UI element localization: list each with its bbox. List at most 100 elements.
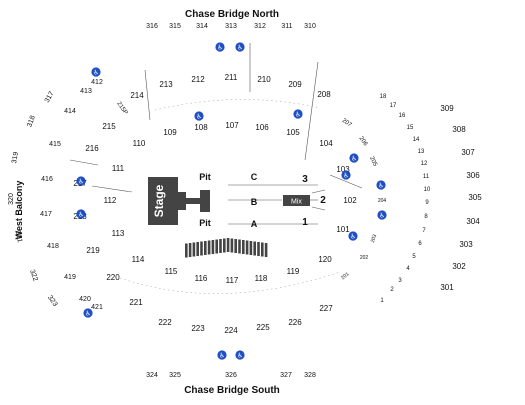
east-section-11[interactable]: 11 xyxy=(423,174,430,180)
section-113[interactable]: 113 xyxy=(112,229,125,238)
east-section-12[interactable]: 12 xyxy=(421,161,428,167)
section-312[interactable]: 312 xyxy=(254,23,266,30)
section-320[interactable]: 320 xyxy=(8,193,15,205)
section-418[interactable]: 418 xyxy=(47,243,59,250)
section-324[interactable]: 324 xyxy=(146,372,158,379)
section-117[interactable]: 117 xyxy=(226,276,239,285)
section-421[interactable]: 421 xyxy=(91,304,103,311)
section-103[interactable]: 103 xyxy=(336,165,350,174)
section-227[interactable]: 227 xyxy=(319,304,333,313)
section-118[interactable]: 118 xyxy=(255,274,268,283)
east-section-16[interactable]: 16 xyxy=(399,113,406,119)
wheelchair-access-icon[interactable] xyxy=(83,308,93,318)
section-420[interactable]: 420 xyxy=(79,296,91,303)
east-section-5[interactable]: 5 xyxy=(412,254,416,260)
section-416[interactable]: 416 xyxy=(41,176,53,183)
section-226[interactable]: 226 xyxy=(288,318,302,327)
section-216[interactable]: 216 xyxy=(85,144,99,153)
wheelchair-access-icon[interactable] xyxy=(293,109,303,119)
east-section-7[interactable]: 7 xyxy=(422,228,426,234)
section-311[interactable]: 311 xyxy=(281,23,292,30)
section-309[interactable]: 309 xyxy=(440,104,454,113)
section-105[interactable]: 105 xyxy=(286,128,300,137)
wheelchair-access-icon[interactable] xyxy=(76,176,86,186)
section-215[interactable]: 215 xyxy=(102,122,116,131)
section-102[interactable]: 102 xyxy=(343,196,357,205)
section-414[interactable]: 414 xyxy=(64,108,76,115)
section-114[interactable]: 114 xyxy=(132,255,145,264)
section-119[interactable]: 119 xyxy=(287,267,300,276)
floor-row-b[interactable]: B xyxy=(251,197,258,207)
wheelchair-access-icon[interactable] xyxy=(194,111,204,121)
section-322[interactable]: 322 xyxy=(28,269,39,282)
section-319[interactable]: 319 xyxy=(11,151,20,164)
section-318[interactable]: 318 xyxy=(26,115,37,128)
section-316[interactable]: 316 xyxy=(146,23,158,30)
east-section-13[interactable]: 13 xyxy=(418,149,425,155)
wheelchair-access-icon[interactable] xyxy=(377,210,387,220)
section-222[interactable]: 222 xyxy=(158,318,172,327)
east-section-17[interactable]: 17 xyxy=(390,103,397,109)
section-201[interactable]: 201 xyxy=(340,271,350,281)
east-section-1[interactable]: 1 xyxy=(380,298,384,304)
section-314[interactable]: 314 xyxy=(196,23,208,30)
wheelchair-access-icon[interactable] xyxy=(235,350,245,360)
section-204[interactable]: 204 xyxy=(378,198,387,204)
section-412[interactable]: 412 xyxy=(91,79,103,86)
wheelchair-access-icon[interactable] xyxy=(376,180,386,190)
section-214[interactable]: 214 xyxy=(130,91,144,100)
section-206[interactable]: 206 xyxy=(357,136,368,148)
east-section-15[interactable]: 15 xyxy=(407,125,414,131)
section-104[interactable]: 104 xyxy=(319,139,333,148)
section-219[interactable]: 219 xyxy=(86,246,100,255)
section-325[interactable]: 325 xyxy=(169,372,181,379)
section-106[interactable]: 106 xyxy=(255,123,269,132)
section-304[interactable]: 304 xyxy=(466,217,480,226)
section-326[interactable]: 326 xyxy=(225,372,237,379)
section-306[interactable]: 306 xyxy=(466,171,480,180)
section-301[interactable]: 301 xyxy=(440,283,454,292)
wheelchair-access-icon[interactable] xyxy=(341,170,351,180)
section-415[interactable]: 415 xyxy=(49,141,61,148)
wheelchair-access-icon[interactable] xyxy=(235,42,245,52)
floor-num-2[interactable]: 2 xyxy=(320,195,326,206)
east-section-4[interactable]: 4 xyxy=(406,266,410,272)
floor-num-3[interactable]: 3 xyxy=(302,174,308,185)
floor-row-a[interactable]: A xyxy=(251,219,258,229)
section-208[interactable]: 208 xyxy=(317,90,331,99)
section-110[interactable]: 110 xyxy=(133,139,146,148)
section-303[interactable]: 303 xyxy=(459,240,473,249)
section-221[interactable]: 221 xyxy=(129,298,143,307)
section-327[interactable]: 327 xyxy=(280,372,292,379)
east-section-2[interactable]: 2 xyxy=(390,287,394,293)
section-302[interactable]: 302 xyxy=(452,262,466,271)
section-224[interactable]: 224 xyxy=(224,326,238,335)
east-section-14[interactable]: 14 xyxy=(413,137,420,143)
section-315[interactable]: 315 xyxy=(169,23,181,30)
section-116[interactable]: 116 xyxy=(195,274,208,283)
section-223[interactable]: 223 xyxy=(191,324,205,333)
section-205[interactable]: 205 xyxy=(368,156,378,168)
section-305[interactable]: 305 xyxy=(468,193,482,202)
section-225[interactable]: 225 xyxy=(256,323,270,332)
section-203[interactable]: 203 xyxy=(370,234,379,244)
wheelchair-access-icon[interactable] xyxy=(349,153,359,163)
section-213[interactable]: 213 xyxy=(159,80,173,89)
floor-row-c[interactable]: C xyxy=(251,172,258,182)
section-323[interactable]: 323 xyxy=(46,294,58,308)
section-211[interactable]: 211 xyxy=(225,73,238,82)
section-310[interactable]: 310 xyxy=(304,23,316,30)
section-120[interactable]: 120 xyxy=(318,255,332,264)
wheelchair-access-icon[interactable] xyxy=(348,231,358,241)
section-220[interactable]: 220 xyxy=(106,273,120,282)
stage[interactable] xyxy=(148,177,178,225)
section-215p[interactable]: 215P xyxy=(115,101,128,116)
wheelchair-access-icon[interactable] xyxy=(91,67,101,77)
east-section-8[interactable]: 8 xyxy=(424,214,428,220)
section-308[interactable]: 308 xyxy=(452,125,466,134)
section-413[interactable]: 413 xyxy=(80,88,92,95)
east-section-10[interactable]: 10 xyxy=(424,187,431,193)
section-328[interactable]: 328 xyxy=(304,372,316,379)
section-419[interactable]: 419 xyxy=(64,274,76,281)
section-108[interactable]: 108 xyxy=(194,123,208,132)
